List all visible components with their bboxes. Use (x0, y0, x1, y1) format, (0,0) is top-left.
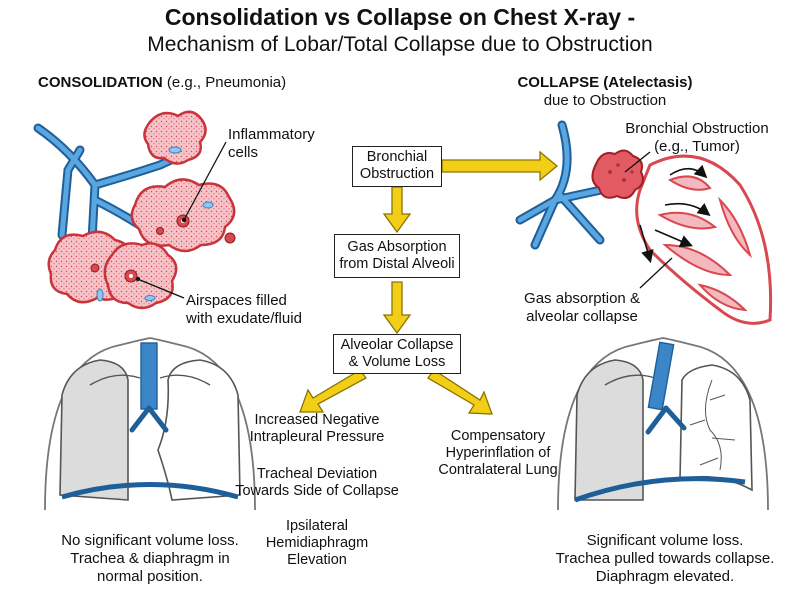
effect-hemidiaphragm-elevation: Ipsilateral Hemidiaphragm Elevation (237, 518, 397, 569)
collapse-lobe-illustration (515, 120, 773, 325)
effect-compensatory-hyperinflation: Compensatory Hyperinflation of Contralat… (418, 428, 578, 479)
bronchial-obstruction-label: Bronchial Obstruction (e.g., Tumor) (612, 120, 782, 156)
flow-box-gas-absorption: Gas Absorption from Distal Alveoli (334, 234, 460, 278)
collapse-chest-xray (557, 337, 769, 511)
flow-arrows (299, 150, 559, 415)
flow-box-bronchial-obstruction: Bronchial Obstruction (352, 146, 442, 187)
inflammatory-cells-label-line2: cells (228, 144, 259, 161)
consolidation-heading: CONSOLIDATION (e.g., Pneumonia) (38, 74, 286, 92)
bronchial-obstruction-label-line1: Bronchial Obstruction (625, 120, 769, 137)
gas-absorption-label-line1: Gas absorption & (524, 290, 640, 307)
consolidation-chest-xray (44, 337, 256, 511)
consolidation-caption-line3: normal position. (97, 568, 203, 585)
diagram-subtitle: Mechanism of Lobar/Total Collapse due to… (147, 33, 653, 56)
consolidation-caption: No significant volume loss. Trachea & di… (20, 532, 280, 586)
effect4-line2: Hyperinflation of (445, 445, 551, 461)
consolidation-heading-rest: (e.g., Pneumonia) (162, 74, 287, 91)
effect3-line2: Hemidiaphragm (265, 535, 369, 551)
airspaces-label: Airspaces filled with exudate/fluid (186, 292, 302, 328)
flow-box2-line2: from Distal Alveoli (339, 256, 455, 272)
airspaces-label-line2: with exudate/fluid (186, 310, 302, 327)
effect3-line1: Ipsilateral (285, 518, 349, 534)
collapse-caption-line2: Trachea pulled towards collapse. (555, 550, 775, 567)
collapse-heading: COLLAPSE (Atelectasis) due to Obstructio… (500, 74, 710, 110)
effect3-line3: Elevation (287, 552, 347, 568)
gas-absorption-label: Gas absorption & alveolar collapse (512, 290, 652, 326)
effect-intrapleural-pressure: Increased Negative Intrapleural Pressure (232, 412, 402, 446)
diagram-title: Consolidation vs Collapse on Chest X-ray… (164, 4, 636, 30)
consolidation-heading-bold: CONSOLIDATION (38, 74, 163, 91)
flow-box1-line2: Obstruction (359, 166, 435, 182)
effect4-line3: Contralateral Lung (438, 462, 558, 478)
flow-box3-line2: & Volume Loss (348, 354, 446, 370)
collapse-heading-line2: due to Obstruction (543, 92, 667, 109)
flow-box1-line1: Bronchial (366, 149, 428, 165)
consolidation-caption-line1: No significant volume loss. (61, 532, 239, 549)
collapse-caption-line1: Significant volume loss. (586, 532, 744, 549)
consolidation-caption-line2: Trachea & diaphragm in (70, 550, 230, 567)
effect4-line1: Compensatory (450, 428, 546, 444)
airspaces-label-line1: Airspaces filled (186, 292, 287, 309)
effect1-line2: Intrapleural Pressure (249, 429, 385, 445)
collapse-caption-line3: Diaphragm elevated. (595, 568, 735, 585)
inflammatory-cells-label-line1: Inflammatory (228, 126, 315, 143)
effect2-line1: Tracheal Deviation (256, 466, 378, 482)
flow-box3-line1: Alveolar Collapse (340, 337, 454, 353)
flow-box-alveolar-collapse: Alveolar Collapse & Volume Loss (333, 334, 461, 374)
flow-box2-line1: Gas Absorption (347, 239, 447, 255)
consolidation-alveoli-illustration (33, 110, 236, 310)
collapse-caption: Significant volume loss. Trachea pulled … (535, 532, 795, 586)
inflammatory-cells-label: Inflammatory cells (228, 126, 315, 162)
bronchial-obstruction-label-line2: (e.g., Tumor) (654, 138, 740, 155)
effect2-line2: Towards Side of Collapse (235, 483, 399, 499)
collapse-heading-bold: COLLAPSE (Atelectasis) (517, 74, 693, 91)
gas-absorption-label-line2: alveolar collapse (526, 308, 638, 325)
effect1-line1: Increased Negative (254, 412, 380, 428)
effect-tracheal-deviation: Tracheal Deviation Towards Side of Colla… (222, 466, 412, 500)
